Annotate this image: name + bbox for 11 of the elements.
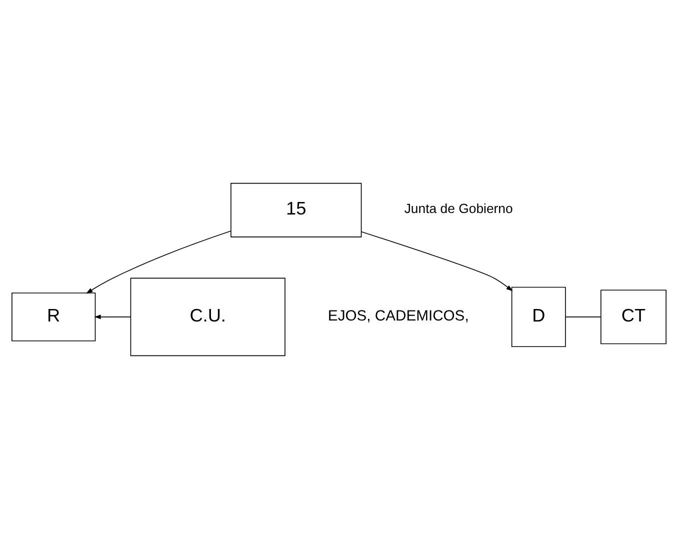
node-box: CT [600,290,666,344]
arrow [86,230,232,294]
node-box: 15 [230,182,362,238]
connector [565,316,602,318]
label: EJOS, CADEMICOS, [328,308,469,325]
node-box: R [12,292,96,342]
node-box: C.U. [130,278,286,356]
node-box: D [511,286,566,348]
arrow [94,314,131,320]
arrow [360,231,513,292]
node-label: Junta de Gobierno [404,201,513,216]
